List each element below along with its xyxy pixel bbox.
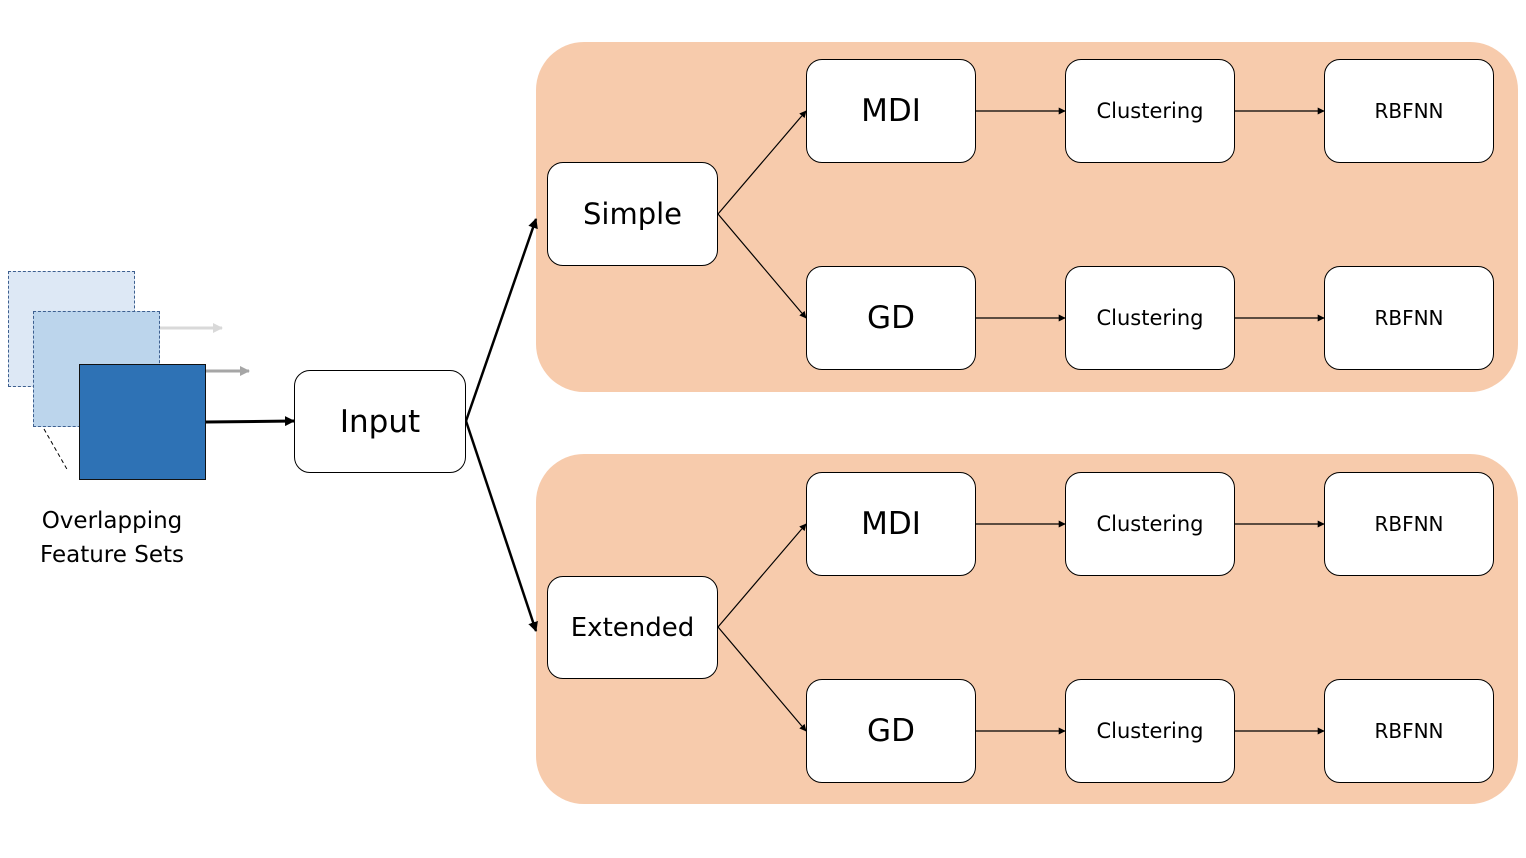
feature-sets-caption: Overlapping Feature Sets bbox=[40, 508, 184, 568]
simple-gd-clustering-label: Clustering bbox=[1096, 306, 1204, 330]
extended-mdi-rbfnn-node: RBFNN bbox=[1324, 472, 1494, 576]
arrow-extended-to-mdi bbox=[717, 523, 807, 628]
arrow-simple-to-gd bbox=[717, 213, 807, 319]
simple-mdi-rbfnn-node: RBFNN bbox=[1324, 59, 1494, 163]
input-node: Input bbox=[294, 370, 466, 473]
extended-node: Extended bbox=[547, 576, 718, 679]
simple-gd-clustering-node: Clustering bbox=[1065, 266, 1235, 370]
extended-mdi-node: MDI bbox=[806, 472, 976, 576]
extended-gd-node: GD bbox=[806, 679, 976, 783]
simple-mdi-label: MDI bbox=[861, 93, 921, 129]
extended-gd-clustering-label: Clustering bbox=[1096, 719, 1204, 743]
arrow-input-to-extended bbox=[464, 420, 538, 632]
simple-gd-rbfnn-node: RBFNN bbox=[1324, 266, 1494, 370]
sheet-depth-line bbox=[43, 428, 69, 472]
extended-gd-label: GD bbox=[867, 713, 915, 749]
arrow-extended-to-gd bbox=[717, 626, 807, 732]
extended-gd-clustering-node: Clustering bbox=[1065, 679, 1235, 783]
input-label: Input bbox=[339, 403, 421, 440]
arrow-simple-to-mdi bbox=[717, 110, 807, 215]
extended-mdi-clustering-node: Clustering bbox=[1065, 472, 1235, 576]
simple-gd-node: GD bbox=[806, 266, 976, 370]
feature-set-front bbox=[79, 364, 206, 480]
extended-gd-rbfnn-label: RBFNN bbox=[1374, 719, 1444, 743]
extended-label: Extended bbox=[570, 612, 695, 643]
simple-label: Simple bbox=[582, 197, 683, 231]
simple-mdi-clustering-label: Clustering bbox=[1096, 99, 1204, 123]
simple-mdi-node: MDI bbox=[806, 59, 976, 163]
simple-node: Simple bbox=[547, 162, 718, 266]
simple-gd-rbfnn-label: RBFNN bbox=[1374, 306, 1444, 330]
extended-mdi-clustering-label: Clustering bbox=[1096, 512, 1204, 536]
extended-mdi-label: MDI bbox=[861, 506, 921, 542]
extended-mdi-rbfnn-label: RBFNN bbox=[1374, 512, 1444, 536]
arrow-input-to-simple bbox=[464, 218, 538, 422]
simple-mdi-rbfnn-label: RBFNN bbox=[1374, 99, 1444, 123]
extended-gd-rbfnn-node: RBFNN bbox=[1324, 679, 1494, 783]
arrow-features-to-input bbox=[205, 416, 295, 427]
simple-gd-label: GD bbox=[867, 300, 915, 336]
simple-mdi-clustering-node: Clustering bbox=[1065, 59, 1235, 163]
